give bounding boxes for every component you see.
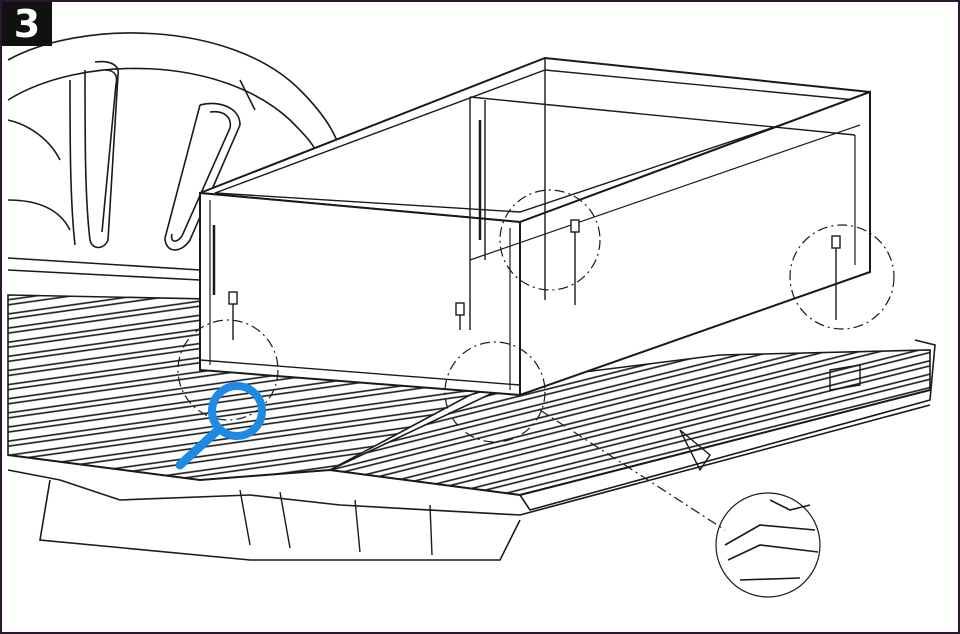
truck-cab-panel bbox=[7, 32, 341, 281]
storage-box-frame bbox=[199, 56, 871, 397]
zoom-detail-insert bbox=[724, 499, 819, 581]
step-number-badge: 3 bbox=[2, 2, 52, 46]
magnifier-zoom-icon bbox=[175, 382, 266, 470]
mounting-studs bbox=[228, 219, 841, 340]
detail-callouts bbox=[177, 189, 895, 598]
